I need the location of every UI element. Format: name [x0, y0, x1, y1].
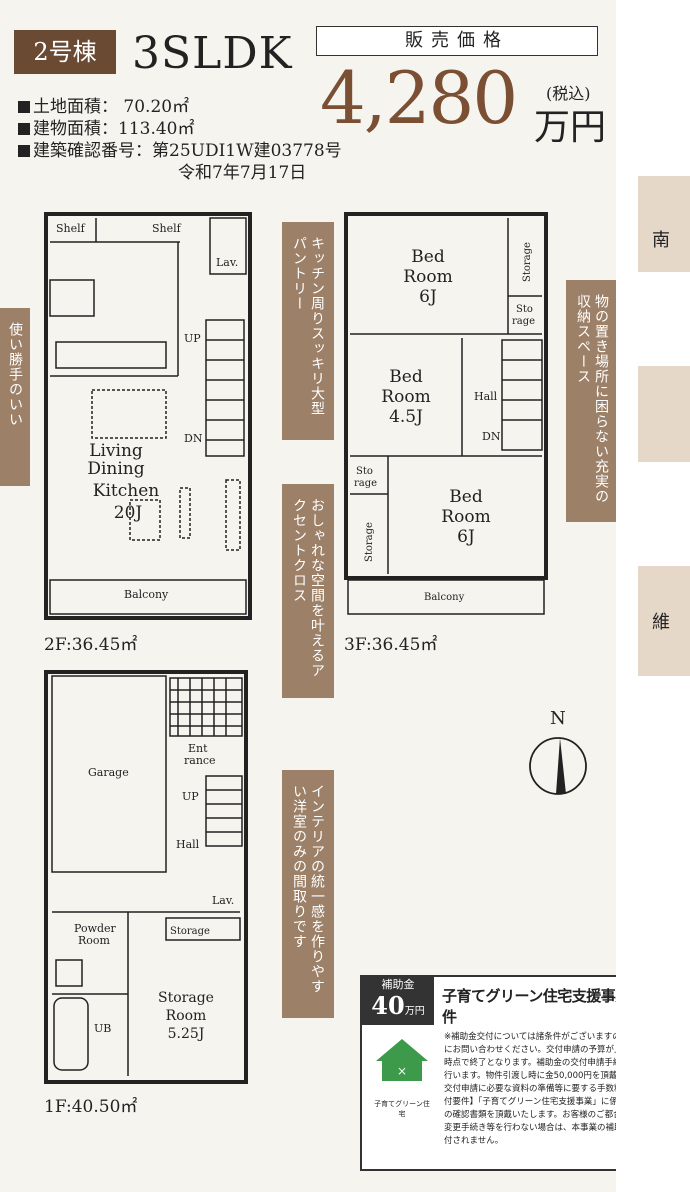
floor2-balcony	[49, 579, 247, 615]
f2-ldk-1: Living	[89, 441, 143, 461]
floor1-outline	[44, 670, 248, 1084]
f2-ldk-4: 20J	[114, 503, 143, 523]
floor3-outline	[344, 212, 548, 580]
f3-balcony: Balcony	[424, 592, 465, 603]
f1-storage-room-3: 5.25J	[168, 1026, 205, 1042]
f3-storage3b: rage	[354, 478, 377, 489]
f3-hall: Hall	[474, 390, 498, 403]
f2-shelf2: Shelf	[152, 222, 182, 235]
f1-up: UP	[182, 790, 199, 803]
spec-building: 建物面積：113.40㎡	[18, 118, 342, 140]
kitchen-counter	[55, 341, 167, 369]
subsidy-body: ※補助金交付については諸条件がございますので、営業担当にお問い合わせください。交…	[444, 1032, 672, 1146]
f3-bed2-2: Room	[381, 387, 430, 407]
f3-bed3-1: Bed	[449, 487, 483, 507]
dining-table	[91, 389, 167, 439]
spec-list: 土地面積： 70.20㎡ 建物面積：113.40㎡ 建築確認番号：第25UDI1…	[18, 96, 342, 184]
f1-lav: Lav.	[212, 894, 234, 907]
f3-bed1-2: Room	[403, 267, 452, 287]
floor2-label: 2F:36.45㎡	[44, 635, 137, 655]
f3-bed2-3: 4.5J	[389, 407, 423, 427]
f3-bed2-1: Bed	[389, 367, 423, 387]
f1-entrance-b: rance	[184, 754, 216, 767]
spec-permit: 建築確認番号：第25UDI1W建03778号	[18, 140, 342, 162]
price-value: 4,280	[320, 56, 518, 140]
spec-permit-date: 令和7年7月17日	[178, 163, 307, 183]
powder-sink	[55, 959, 83, 987]
f1-powder-b: Room	[78, 934, 111, 947]
adjacent-page-strip: 南 維	[616, 0, 690, 1192]
f3-dn: DN	[482, 430, 501, 443]
entrance-tile	[169, 677, 243, 737]
f1-storage: Storage	[170, 926, 210, 937]
f2-shelf1: Shelf	[56, 222, 86, 235]
callout-interior: インテリアの統一感を作りやすい洋室のみの間取りです	[282, 770, 334, 1018]
f2-ldk-3: Kitchen	[93, 481, 159, 501]
f1-entrance-a: Ent	[188, 742, 208, 755]
subsidy-logo-text: 子育てグリーン住宅	[374, 1100, 430, 1118]
f3-storage2b: rage	[512, 316, 535, 327]
garage-area	[51, 675, 167, 873]
f2-up: UP	[184, 332, 201, 345]
price-label: 販売価格	[316, 26, 598, 56]
f3-storage1: Storage	[522, 242, 533, 282]
adjacent-text-1: 南	[652, 230, 670, 251]
f2-dn: DN	[184, 432, 203, 445]
fridge-space	[49, 279, 95, 317]
f3-bed3-2: Room	[441, 507, 490, 527]
f2-balcony: Balcony	[124, 588, 169, 601]
f1-ub: UB	[94, 1022, 111, 1035]
price-unit: 万円	[534, 107, 607, 148]
stairs-1f	[205, 775, 243, 847]
stairs-3f	[501, 339, 543, 451]
f1-hall: Hall	[176, 838, 200, 851]
f1-storage-room-2: Room	[166, 1008, 207, 1024]
subsidy-badge: 補助金 40万円	[362, 977, 434, 1025]
callout-pantry: キッチン周りスッキリ大型パントリー	[282, 222, 334, 440]
f1-garage: Garage	[88, 766, 129, 779]
f2-lav: Lav.	[216, 256, 238, 269]
compass-needle	[556, 738, 566, 794]
floor3-label: 3F:36.45㎡	[344, 635, 437, 655]
compass-north: N	[550, 708, 566, 729]
bathtub	[53, 997, 89, 1071]
subsidy-amount: 40	[371, 991, 405, 1020]
floor3-balcony	[347, 579, 545, 615]
f3-bed1-1: Bed	[411, 247, 445, 267]
f3-storage4: Storage	[364, 522, 375, 562]
svg-text:×: ×	[397, 1064, 407, 1078]
callout-storage: 物の置き場所に困らない充実の収納スペース	[566, 280, 618, 522]
building-badge: 2号棟	[14, 30, 116, 74]
f3-bed1-3: 6J	[419, 287, 437, 307]
subsidy-title: 子育てグリーン住宅支援事業対象物件	[442, 987, 674, 1026]
subsidy-unit: 万円	[404, 1006, 425, 1017]
layout-type: 3SLDK	[132, 28, 293, 79]
tax-note: (税込)	[546, 84, 591, 103]
f3-storage3a: Sto	[356, 466, 373, 477]
subsidy-badge-top: 補助金	[381, 978, 415, 991]
f2-ldk-2: Dining	[87, 459, 144, 479]
f1-powder-a: Powder	[74, 922, 117, 935]
stairs-2f	[205, 319, 245, 457]
f3-storage2a: Sto	[516, 304, 533, 315]
floor1-label: 1F:40.50㎡	[44, 1097, 137, 1117]
floor2-outline	[44, 212, 252, 620]
callout-easy-use: 使い勝手のいい	[0, 308, 30, 486]
adjacent-text-2: 維	[652, 612, 670, 633]
spec-land: 土地面積： 70.20㎡	[18, 96, 342, 118]
f3-bed3-3: 6J	[457, 527, 475, 547]
callout-accent: おしゃれな空間を叶えるアクセントクロス	[282, 484, 334, 698]
f1-storage-room-1: Storage	[158, 990, 214, 1006]
green-house-icon: × 子育てグリーン住宅	[372, 1035, 432, 1118]
